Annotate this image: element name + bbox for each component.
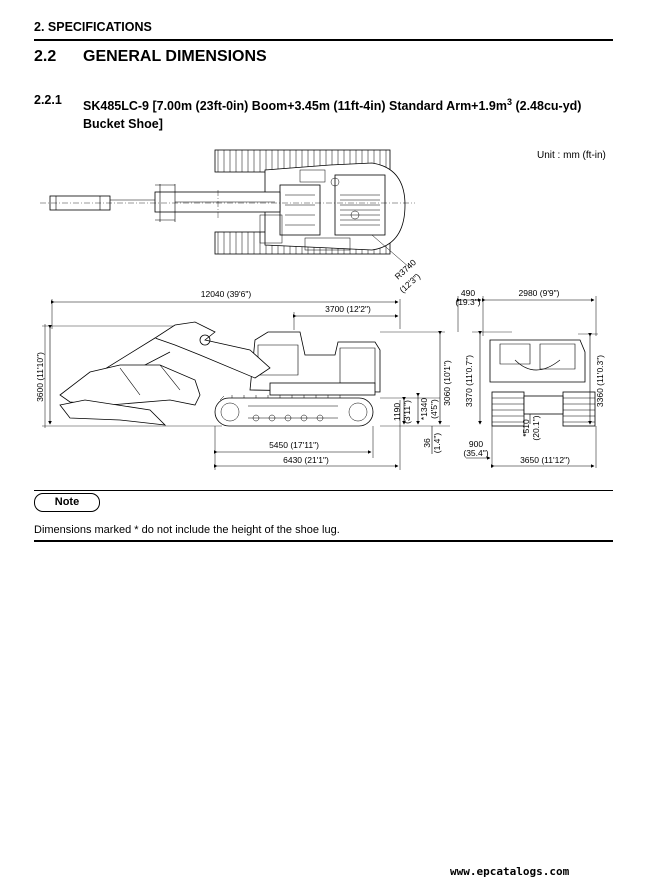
dim-crawler-length: 6430 (21'1") <box>283 455 329 465</box>
note-rule-top <box>34 490 613 491</box>
subheading-text: SK485LC-9 [7.00m (23ft-0in) Boom+3.45m (… <box>83 93 613 133</box>
side-boom <box>154 321 271 379</box>
unit-label: Unit : mm (ft-in) <box>537 150 606 161</box>
heading-title: GENERAL DIMENSIONS <box>83 48 267 65</box>
subheading-main: SK485LC-9 [7.00m (23ft-0in) Boom+3.45m (… <box>83 99 507 114</box>
top-view <box>40 149 415 269</box>
dim-height-cab: 3060 (10'1") <box>442 360 452 406</box>
dim-overall-length: 12040 (39'6") <box>201 289 252 299</box>
dim-rear-overhang-ft: (19.3") <box>455 297 480 307</box>
dim-shoe-width-ft: (35.4") <box>463 448 488 458</box>
subheading-sup: 3 <box>506 97 512 107</box>
footer-url: www.epcatalogs.com <box>450 865 570 878</box>
side-crawler <box>214 397 374 427</box>
dim-shoe-width: 900 <box>469 439 483 449</box>
side-bucket <box>59 399 167 426</box>
dim-clearance-1: 1190 <box>392 403 402 422</box>
subheading-tail: (2.48cu-yd) Bucket Shoe] <box>83 99 582 132</box>
dim-ground-clearance: *510 <box>521 419 531 437</box>
dimension-drawing: R3740 (12'3") <box>35 149 605 470</box>
dim-upper-width: 2980 (9'9") <box>518 288 559 298</box>
rear-view <box>457 296 598 468</box>
dim-clearance-2: *1340 <box>419 398 429 420</box>
dim-clearance-1-ft: (3'11") <box>402 400 412 424</box>
dim-tumbler-distance: 5450 (17'11") <box>269 440 319 450</box>
dim-lug: 36 <box>422 438 432 448</box>
dim-height-right: 3360 (11'0.3") <box>595 355 605 407</box>
dim-height-left: 3370 (11'0.7") <box>464 355 474 407</box>
dim-height-boom: 3600 (11'10") <box>35 352 45 402</box>
header-rule <box>34 39 613 41</box>
section-header: 2. SPECIFICATIONS <box>34 20 152 34</box>
dim-ground-clearance-ft: (20.1") <box>531 415 541 440</box>
note-badge: Note <box>34 493 100 512</box>
heading-number: 2.2 <box>34 48 57 65</box>
side-arm <box>59 364 201 406</box>
rear-upper-structure <box>489 339 586 383</box>
dim-clearance-2-ft: (4'5") <box>429 399 439 419</box>
note-text: Dimensions marked * do not include the h… <box>34 524 340 536</box>
rear-left-track <box>491 391 525 427</box>
dim-rear-overhang: 490 <box>461 288 475 298</box>
dim-rear-length: 3700 (12'2") <box>325 304 371 314</box>
note-rule-bottom <box>34 540 613 542</box>
side-upper-structure <box>249 331 381 393</box>
side-view <box>42 299 450 470</box>
dim-lug-ft: (1.4") <box>432 433 442 454</box>
subheading-number: 2.2.1 <box>34 93 62 107</box>
dim-overall-width: 3650 (11'12") <box>520 455 570 465</box>
